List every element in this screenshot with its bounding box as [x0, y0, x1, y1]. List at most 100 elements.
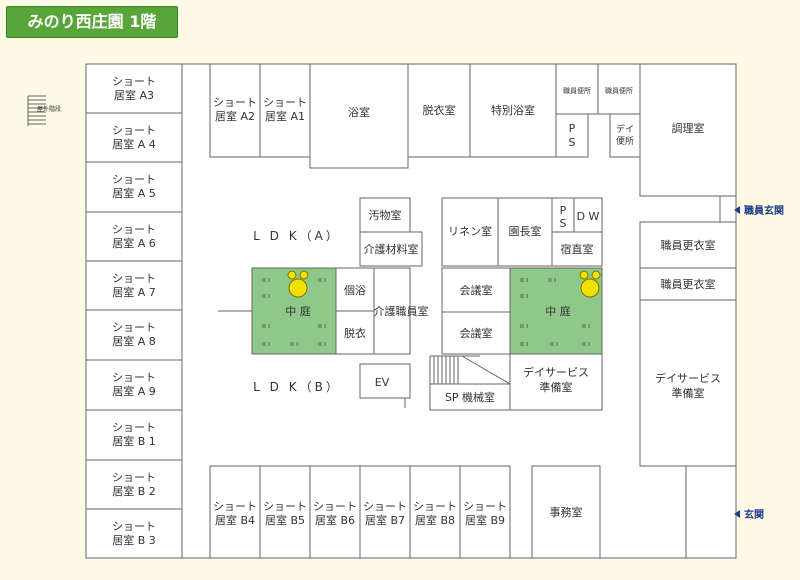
room-short-a1-line1: ショート — [263, 96, 307, 109]
bottom-room-row — [209, 465, 601, 559]
outdoor-stairs-icon — [27, 95, 46, 126]
svg-text:ıı ı: ıı ı — [550, 340, 558, 348]
room-care-material: 介護材料室 — [364, 242, 419, 256]
svg-text:ıı ı: ıı ı — [582, 340, 590, 348]
room-short-b2-line2: 居室 B 2 — [112, 484, 156, 498]
room-short-a5-line1: ショート — [112, 173, 156, 186]
room-staff-toilet-2: 職員便所 — [605, 86, 633, 95]
room-short-b8-line1: ショート — [413, 500, 457, 513]
top-room-row — [209, 63, 737, 197]
room-sp-machine: SP 機械室 — [445, 390, 495, 404]
room-ps-top-line1: P — [569, 122, 576, 135]
svg-text:ıı ı: ıı ı — [318, 322, 326, 330]
room-individual-bath: 個浴 — [344, 284, 366, 297]
room-short-b2-line1: ショート — [112, 471, 156, 484]
room-meeting-2: 会議室 — [460, 326, 493, 340]
room-short-a4-line1: ショート — [112, 124, 156, 137]
floor-title-bar: みのり西庄園 1階 — [6, 6, 178, 38]
room-day-toilet-line1: デイ — [616, 123, 634, 135]
room-short-a3-line1: ショート — [112, 75, 156, 88]
room-short-a5-line2: 居室 A 5 — [112, 186, 156, 200]
room-staff-locker-1: 職員更衣室 — [661, 238, 716, 252]
svg-text:ıı ı: ıı ı — [318, 340, 326, 348]
room-care-staff: 介護職員室 — [374, 304, 429, 318]
room-short-a2-line1: ショート — [213, 96, 257, 109]
room-short-a7-line2: 居室 A 7 — [112, 285, 156, 299]
room-short-b5-line1: ショート — [263, 500, 307, 513]
staff-entrance-label: 職員玄関 — [744, 204, 784, 217]
svg-text:ıı ı: ıı ı — [290, 340, 298, 348]
room-dw: D W — [577, 210, 600, 223]
room-soiled: 汚物室 — [369, 208, 402, 222]
room-dressing: 脱衣室 — [423, 103, 456, 117]
room-short-b3-line1: ショート — [112, 520, 156, 533]
staff-entrance-arrow-icon — [734, 206, 740, 214]
room-ldk-b: L D K（B） — [253, 380, 341, 394]
floor-title: みのり西庄園 1階 — [27, 12, 157, 31]
room-day-prep-center-line1: デイサービス — [523, 365, 589, 379]
room-short-a6-line2: 居室 A 6 — [112, 236, 156, 250]
room-short-b9-line2: 居室 B9 — [465, 513, 505, 527]
room-staff-toilet-1: 職員便所 — [563, 86, 591, 95]
room-day-toilet-line2: 便所 — [616, 135, 634, 147]
room-ps-mid-line2: S — [560, 217, 567, 230]
room-short-a4-line2: 居室 A 4 — [112, 137, 156, 151]
room-short-a9-line2: 居室 A 9 — [112, 384, 156, 398]
room-director: 園長室 — [509, 224, 542, 238]
svg-text:ıı ı: ıı ı — [262, 276, 270, 284]
tree-icon-right — [579, 270, 601, 298]
courtyard-right-label: 中 庭 — [545, 304, 571, 318]
room-day-prep-center-line2: 準備室 — [540, 380, 573, 394]
room-day-prep-right-line2: 準備室 — [672, 386, 705, 400]
room-short-a8-line2: 居室 A 8 — [112, 334, 156, 348]
room-day-prep-right-line1: デイサービス — [655, 371, 721, 385]
room-linen: リネン室 — [448, 224, 492, 238]
room-staff-locker-2: 職員更衣室 — [661, 277, 716, 291]
entrance-label: 玄関 — [744, 508, 764, 521]
room-ps-top-line2: S — [569, 136, 576, 149]
room-short-b3-line2: 居室 B 3 — [112, 533, 156, 547]
room-short-b6-line1: ショート — [313, 500, 357, 513]
room-short-b7-line2: 居室 B7 — [365, 513, 405, 527]
room-bath: 浴室 — [348, 105, 370, 119]
room-short-b1-line2: 居室 B 1 — [112, 434, 156, 448]
room-short-b8-line2: 居室 B8 — [415, 513, 455, 527]
svg-text:ıı ı: ıı ı — [262, 340, 270, 348]
outdoor-stairs-label: 屋外階段 — [37, 105, 61, 113]
room-short-b6-line2: 居室 B6 — [315, 513, 355, 527]
room-short-a6-line1: ショート — [112, 223, 156, 236]
room-office: 事務室 — [550, 505, 583, 519]
room-short-b7-line1: ショート — [363, 500, 407, 513]
left-room-column — [85, 63, 183, 559]
svg-text:ıı ı: ıı ı — [520, 340, 528, 348]
svg-text:ıı ı: ıı ı — [520, 322, 528, 330]
room-short-b1-line1: ショート — [112, 421, 156, 434]
svg-text:ıı ı: ıı ı — [520, 276, 528, 284]
svg-text:ıı ı: ıı ı — [262, 292, 270, 300]
svg-text:ıı ı: ıı ı — [318, 276, 326, 284]
room-short-a7-line1: ショート — [112, 272, 156, 285]
courtyard-left-label: 中 庭 — [285, 304, 311, 318]
room-short-b9-line1: ショート — [463, 500, 507, 513]
svg-text:ıı ı: ıı ı — [548, 276, 556, 284]
svg-text:ıı ı: ıı ı — [520, 292, 528, 300]
room-short-a8-line1: ショート — [112, 321, 156, 334]
room-ev: EV — [375, 376, 390, 389]
room-ldk-a: L D K（A） — [253, 229, 341, 243]
room-short-b4-line1: ショート — [213, 500, 257, 513]
tree-icon-left — [287, 270, 309, 298]
room-short-a1-line2: 居室 A1 — [265, 109, 305, 123]
courtyard-right-area — [509, 267, 603, 355]
room-meeting-1: 会議室 — [460, 283, 493, 297]
right-room-column — [639, 196, 737, 558]
room-night-duty: 宿直室 — [561, 242, 594, 256]
room-short-b4-line2: 居室 B4 — [215, 513, 255, 527]
room-undress: 脱衣 — [344, 326, 366, 340]
room-kitchen: 調理室 — [672, 121, 705, 135]
stairs-hatch — [429, 355, 511, 385]
room-ps-mid-line1: P — [560, 204, 567, 217]
center-right-block — [429, 197, 603, 411]
